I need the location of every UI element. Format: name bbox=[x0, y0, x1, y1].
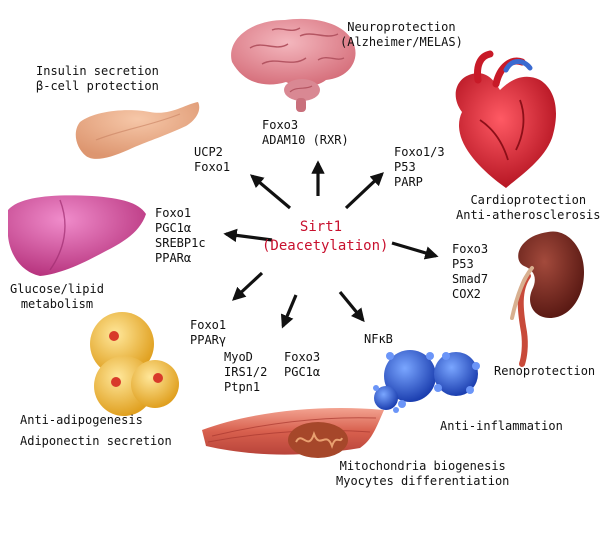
pancreas-icon bbox=[75, 102, 200, 159]
brain-title-line2: (Alzheimer/MELAS) bbox=[340, 35, 463, 49]
heart-title-line1: Cardioprotection bbox=[470, 193, 587, 207]
pancreas-title-line2: β-cell protection bbox=[36, 79, 159, 93]
heart-targets: Foxo1/3 P53 PARP bbox=[394, 145, 445, 190]
muscle-target: PGC1α bbox=[284, 365, 321, 379]
brain-title: Neuroprotection (Alzheimer/MELAS) bbox=[340, 20, 463, 50]
adipose-targets: Foxo1 PPARγ bbox=[190, 318, 226, 348]
brain-targets: Foxo3 ADAM10 (RXR) bbox=[262, 118, 349, 148]
immune-title: Anti-inflammation bbox=[440, 419, 563, 434]
liver-target: Foxo1 bbox=[155, 206, 192, 220]
muscle-targets-b: Foxo3 PGC1α bbox=[284, 350, 320, 380]
arrow-to-heart bbox=[344, 172, 384, 210]
muscle-title-line2: Myocytes differentiation bbox=[336, 474, 510, 488]
kidney-target: COX2 bbox=[452, 287, 481, 301]
arrow-to-muscle bbox=[280, 294, 298, 329]
arrow-to-immune bbox=[338, 290, 365, 323]
immune-targets: NFκB bbox=[364, 332, 393, 347]
liver-title-line2: metabolism bbox=[20, 297, 94, 311]
muscle-title: Mitochondria biogenesis Myocytes differe… bbox=[336, 459, 509, 489]
immune-cell-icon bbox=[373, 350, 480, 413]
muscle-target: IRS1/2 bbox=[224, 365, 268, 379]
immune-target: NFκB bbox=[364, 332, 393, 346]
kidney-title: Renoprotection bbox=[494, 364, 595, 379]
heart-icon bbox=[455, 50, 556, 188]
arrow-to-liver bbox=[223, 228, 273, 243]
liver-target: PGC1α bbox=[155, 221, 192, 235]
adipose-title-line1: Anti-adipogenesis bbox=[20, 413, 143, 427]
arrows bbox=[223, 160, 439, 329]
muscle-target: MyoD bbox=[224, 350, 253, 364]
adipose-title-line2: Adiponectin secretion bbox=[20, 434, 172, 448]
adipose-title: Anti-adipogenesis Adiponectin secretion bbox=[20, 410, 172, 452]
kidney-target: Foxo3 bbox=[452, 242, 489, 256]
pancreas-targets: UCP2 Foxo1 bbox=[194, 145, 230, 175]
kidney-target: P53 bbox=[452, 257, 474, 271]
kidney-title-line1: Renoprotection bbox=[494, 364, 596, 378]
pancreas-title-line1: Insulin secretion bbox=[36, 64, 159, 78]
brain-target: ADAM10 (RXR) bbox=[262, 133, 349, 147]
liver-title-line1: Glucose/lipid bbox=[10, 282, 104, 296]
brain-title-line1: Neuroprotection bbox=[347, 20, 456, 34]
arrow-to-adipose bbox=[232, 271, 264, 301]
sirt1-label: Sirt1 (Deacetylation) bbox=[262, 218, 389, 256]
heart-title: Cardioprotection Anti-atherosclerosis bbox=[456, 193, 600, 223]
liver-target: SREBP1c bbox=[155, 236, 206, 250]
liver-icon bbox=[8, 195, 146, 276]
arrow-to-pancreas bbox=[249, 174, 292, 210]
muscle-target: Foxo3 bbox=[284, 350, 321, 364]
heart-title-line2: Anti-atherosclerosis bbox=[456, 208, 600, 222]
kidney-icon bbox=[510, 231, 584, 367]
pancreas-target: Foxo1 bbox=[194, 160, 231, 174]
brain-target: Foxo3 bbox=[262, 118, 299, 132]
sirt1-title: Sirt1 bbox=[299, 219, 343, 235]
immune-title-line1: Anti-inflammation bbox=[440, 419, 563, 433]
mitochondrion-icon bbox=[288, 422, 348, 458]
pancreas-target: UCP2 bbox=[194, 145, 223, 159]
pancreas-title: Insulin secretion β-cell protection bbox=[36, 64, 159, 94]
heart-target: Foxo1/3 bbox=[394, 145, 445, 159]
sirt1-subtitle: (Deacetylation) bbox=[262, 238, 389, 254]
liver-target: PPARα bbox=[155, 251, 192, 265]
muscle-target: Ptpn1 bbox=[224, 380, 261, 394]
kidney-targets: Foxo3 P53 Smad7 COX2 bbox=[452, 242, 488, 302]
heart-target: P53 bbox=[394, 160, 416, 174]
brain-icon bbox=[231, 18, 356, 112]
muscle-targets-a: MyoD IRS1/2 Ptpn1 bbox=[224, 350, 267, 395]
arrow-to-kidney bbox=[391, 241, 439, 260]
adipose-target: PPARγ bbox=[190, 333, 227, 347]
muscle-title-line1: Mitochondria biogenesis bbox=[339, 459, 506, 473]
adipose-target: Foxo1 bbox=[190, 318, 227, 332]
liver-targets: Foxo1 PGC1α SREBP1c PPARα bbox=[155, 206, 206, 266]
adipocyte-icon bbox=[90, 312, 179, 416]
liver-title: Glucose/lipid metabolism bbox=[10, 282, 104, 312]
heart-target: PARP bbox=[394, 175, 423, 189]
kidney-target: Smad7 bbox=[452, 272, 489, 286]
